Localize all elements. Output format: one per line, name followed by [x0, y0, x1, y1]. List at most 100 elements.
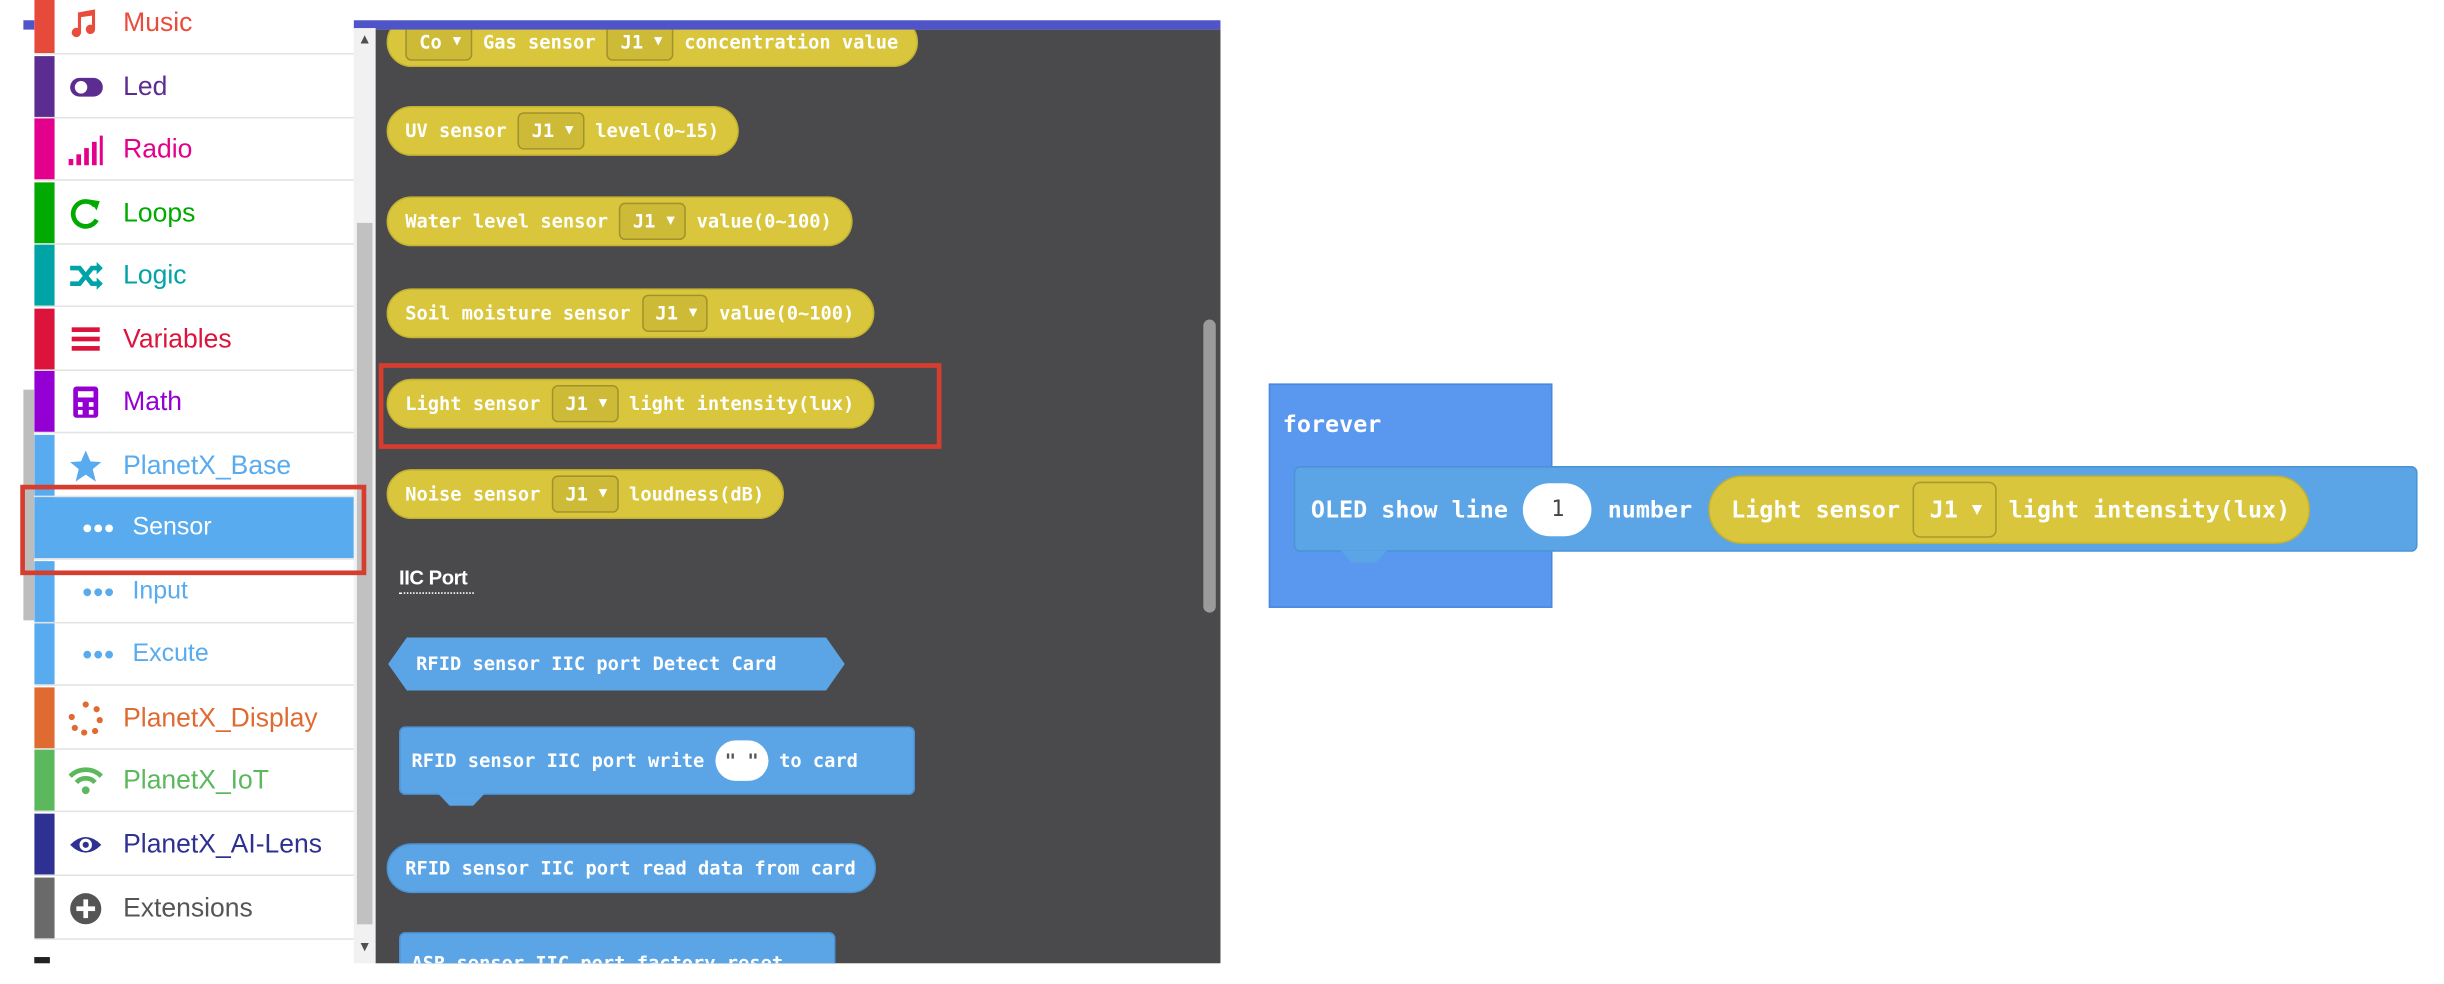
dropdown-caret-icon: ▼: [452, 34, 462, 50]
dropdown-caret-icon: ▼: [565, 123, 574, 139]
scroll-up-arrow-icon[interactable]: ▲: [357, 31, 372, 47]
port-dropdown[interactable]: J1▼: [618, 202, 686, 241]
block-flyout: Co▼ Gas sensor J1▼ concentration value U…: [375, 29, 1221, 964]
subcategory-sensor[interactable]: Sensor: [34, 497, 354, 560]
list-icon: [71, 327, 100, 351]
category-planetx-display[interactable]: PlanetX_Display: [34, 687, 354, 750]
block-text: RFID sensor IIC port write: [411, 749, 705, 772]
port-dropdown[interactable]: J1▼: [551, 384, 619, 423]
block-text: Water level sensor: [405, 210, 608, 233]
category-planetx-base[interactable]: PlanetX_Base: [34, 434, 354, 498]
block-text: value(0~100): [696, 210, 832, 233]
rfid-read-block[interactable]: RFID sensor IIC port read data from card: [386, 843, 876, 894]
shuffle-icon: [70, 261, 103, 290]
category-logic[interactable]: Logic: [34, 244, 354, 308]
flyout-scrollbar[interactable]: [1203, 319, 1216, 613]
light-sensor-block[interactable]: Light sensor J1▼ light intensity(lux): [386, 378, 875, 429]
port-dropdown[interactable]: J1 ▼: [641, 294, 709, 333]
category-label: PlanetX_Display: [123, 702, 318, 733]
toggle-icon: [70, 77, 103, 97]
oled-block-notch: [1340, 550, 1388, 563]
subcategory-input[interactable]: Input: [34, 561, 354, 624]
dropdown-caret-icon: ▼: [598, 395, 608, 412]
category-stripe: [34, 244, 55, 306]
calculator-icon: [73, 386, 99, 418]
refresh-icon: [70, 199, 100, 229]
line-number-input[interactable]: 1: [1523, 482, 1593, 536]
light-sensor-highlight-box: [378, 363, 942, 449]
sidebar-footer-mark: [34, 957, 50, 964]
light-sensor-reporter[interactable]: Light sensor J1 ▼ light intensity(lux): [1707, 474, 2311, 544]
block-text: light intensity(lux): [2008, 494, 2291, 523]
category-label: Excute: [132, 640, 209, 668]
block-text: ASR sensor IIC port factory reset: [411, 952, 783, 963]
dots-circle-icon: [68, 701, 103, 736]
iic-port-heading: IIC Port: [399, 565, 474, 594]
category-music[interactable]: Music: [34, 0, 354, 55]
category-stripe: [34, 687, 55, 749]
eye-icon: [70, 837, 102, 853]
category-label: PlanetX_Base: [123, 450, 292, 481]
category-stripe: [34, 56, 55, 117]
gas-type-dropdown[interactable]: Co▼: [405, 29, 473, 61]
category-stripe: [34, 182, 55, 244]
plus-circle-icon: [70, 893, 102, 925]
category-stripe: [34, 308, 55, 370]
block-text: loudness(dB): [629, 483, 765, 506]
block-text: light intensity(lux): [629, 392, 855, 415]
category-led[interactable]: Led: [34, 56, 354, 119]
block-text: Light sensor: [1731, 494, 1901, 523]
category-stripe: [34, 623, 55, 685]
category-label: Loops: [123, 197, 196, 228]
gas-sensor-block[interactable]: Co▼ Gas sensor J1▼ concentration value: [386, 29, 919, 68]
category-stripe: [34, 497, 55, 559]
category-label: Logic: [123, 260, 187, 290]
dropdown-value: J1: [565, 483, 588, 506]
category-variables[interactable]: Variables: [34, 308, 354, 371]
rfid-write-block[interactable]: RFID sensor IIC port write " " to card: [399, 726, 915, 795]
category-stripe: [34, 877, 55, 939]
wifi-icon: [68, 767, 103, 795]
port-dropdown[interactable]: J1▼: [517, 112, 585, 150]
dropdown-caret-icon: ▼: [653, 34, 663, 50]
category-label: Extensions: [123, 893, 253, 923]
port-dropdown[interactable]: J1▼: [606, 29, 674, 61]
dropdown-value: J1: [632, 210, 656, 233]
port-dropdown[interactable]: J1 ▼: [551, 475, 619, 513]
category-loops[interactable]: Loops: [34, 182, 354, 245]
asr-factory-reset-block[interactable]: ASR sensor IIC port factory reset: [399, 932, 836, 964]
dropdown-caret-icon: ▼: [688, 305, 698, 322]
category-radio[interactable]: Radio: [34, 118, 354, 181]
rfid-detect-card-block[interactable]: RFID sensor IIC port Detect Card: [388, 637, 845, 691]
category-planetx-iot[interactable]: PlanetX_IoT: [34, 749, 354, 813]
dropdown-caret-icon: ▼: [1971, 498, 1983, 520]
toolbox-sidebar: Music Led Radio Loops Logic Variables: [34, 0, 354, 964]
dropdown-value: J1: [1929, 494, 1958, 523]
block-text: number: [1607, 494, 1693, 523]
noise-sensor-block[interactable]: Noise sensor J1▼ loudness(dB): [386, 469, 785, 520]
text-value-input[interactable]: " ": [715, 740, 769, 781]
block-text: level(0~15): [595, 120, 720, 142]
subcategory-excute[interactable]: Excute: [34, 623, 354, 686]
port-dropdown[interactable]: J1 ▼: [1912, 480, 1997, 537]
uv-sensor-block[interactable]: UV sensor J1▼ level(0~15): [386, 105, 740, 156]
dropdown-value: J1: [655, 302, 678, 325]
water-level-sensor-block[interactable]: Water level sensor J1▼ value(0~100): [386, 196, 853, 247]
block-text: value(0~100): [719, 302, 855, 325]
dropdown-caret-icon: ▼: [598, 486, 608, 502]
scroll-down-arrow-icon[interactable]: ▼: [357, 938, 372, 954]
soil-moisture-sensor-block[interactable]: Soil moisture sensor J1▼ value(0~100): [386, 288, 875, 339]
oled-show-line-block[interactable]: OLED show line 1 number Light sensor J1 ▼…: [1293, 466, 2418, 552]
section-label: IIC Port: [399, 565, 468, 590]
category-stripe: [34, 118, 55, 180]
category-planetx-ai-lens[interactable]: PlanetX_AI-Lens: [34, 813, 354, 876]
category-stripe: [34, 813, 55, 875]
forever-label: forever: [1282, 409, 1382, 438]
more-dots-icon: [83, 650, 114, 659]
category-math[interactable]: Math: [34, 370, 354, 434]
category-extensions[interactable]: Extensions: [34, 877, 354, 940]
block-text: OLED show line: [1310, 494, 1508, 523]
section-underline: [399, 592, 474, 594]
block-text: RFID sensor IIC port read data from card: [405, 857, 856, 880]
